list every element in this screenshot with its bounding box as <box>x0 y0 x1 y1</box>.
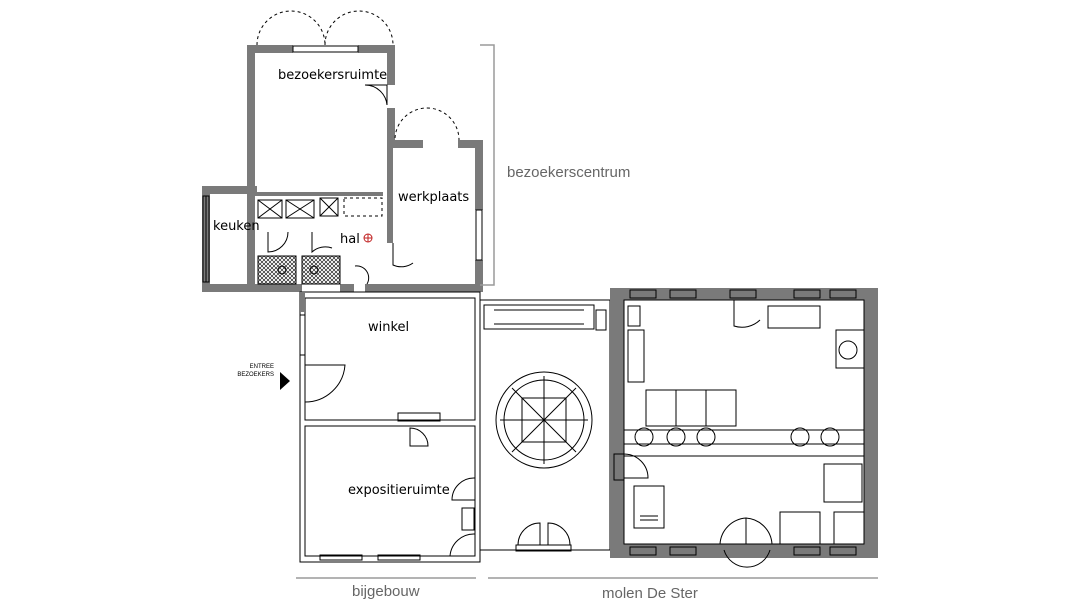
room-label-hal: hal <box>340 232 360 247</box>
room-label-winkel: winkel <box>368 320 409 335</box>
windmill-building <box>479 288 878 568</box>
annex-building <box>299 291 481 563</box>
entrance-label-line2: BEZOEKERS <box>237 372 274 378</box>
room-label-werkplaats: werkplaats <box>398 190 469 205</box>
zone-label-molen: molen De Ster <box>602 585 698 602</box>
zone-label-bijgebouw: bijgebouw <box>352 583 420 600</box>
visitor-center-building <box>202 10 483 292</box>
zone-label-bezoekerscentrum: bezoekerscentrum <box>507 164 630 181</box>
visitor-center-bracket <box>480 44 495 286</box>
room-label-expositieruimte: expositieruimte <box>348 483 450 498</box>
room-label-bezoekersruimte: bezoekersruimte <box>278 68 387 83</box>
entrance-label-line1: ENTREE <box>250 364 274 370</box>
entrance-arrow-icon <box>280 372 290 390</box>
room-label-keuken: keuken <box>213 219 260 234</box>
